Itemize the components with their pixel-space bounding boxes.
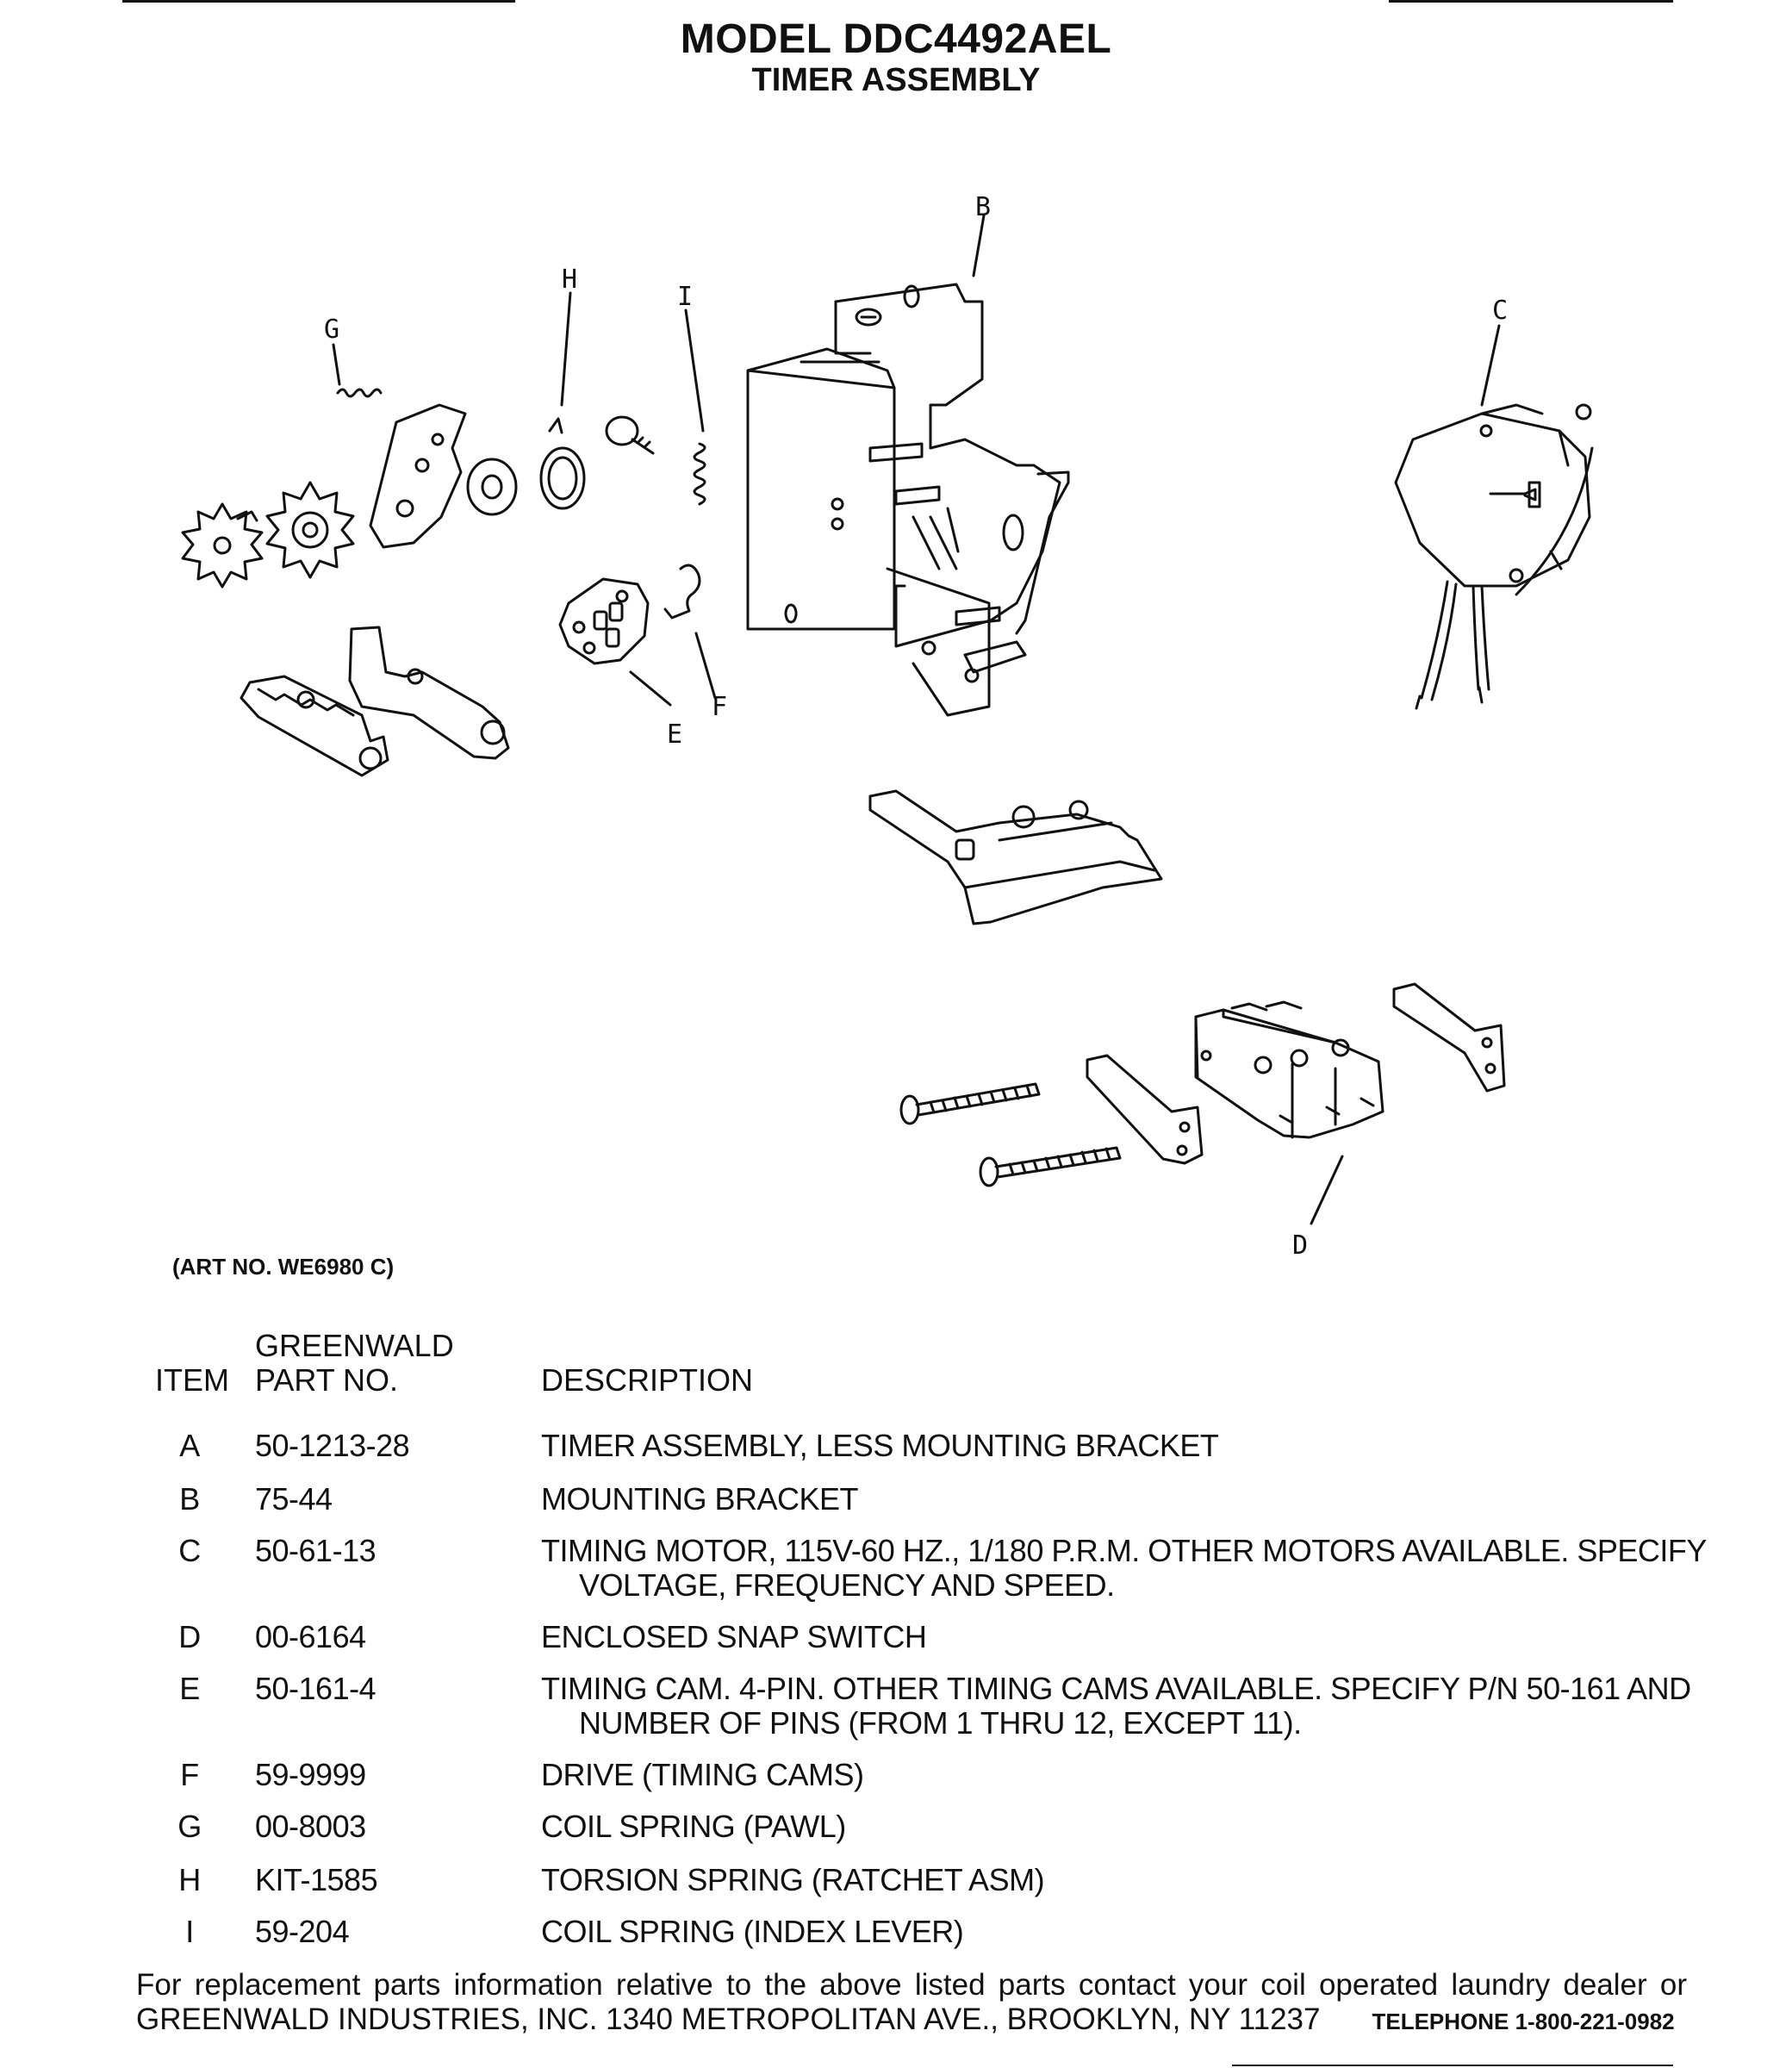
callout-f: F bbox=[712, 692, 727, 722]
coil-spring-pawl-part bbox=[332, 343, 383, 398]
callout-e: E bbox=[667, 719, 682, 750]
row-h-desc-text: TORSION SPRING (RATCHET ASM) bbox=[541, 1862, 1045, 1897]
timing-motor-part bbox=[1394, 324, 1594, 710]
row-d-part: 00-6164 bbox=[255, 1619, 366, 1654]
row-e-item: E bbox=[179, 1671, 200, 1706]
cam-follower-left bbox=[240, 675, 389, 777]
row-f-desc: DRIVE (TIMING CAMS) bbox=[541, 1758, 1782, 1792]
header-part-line1: GREENWALD bbox=[255, 1328, 454, 1363]
row-f-part: 59-9999 bbox=[255, 1757, 366, 1792]
row-i-part: 59-204 bbox=[255, 1914, 350, 1949]
long-screw-upper bbox=[899, 1082, 1041, 1125]
cam-follower-right bbox=[348, 626, 510, 760]
row-d-desc: ENCLOSED SNAP SWITCH bbox=[541, 1620, 1782, 1654]
callout-c: C bbox=[1492, 296, 1508, 326]
coil-spring-index-part bbox=[684, 308, 706, 506]
row-i-desc: COIL SPRING (INDEX LEVER) bbox=[541, 1915, 1782, 1949]
row-c-desc-text: TIMING MOTOR, 115V-60 HZ., 1/180 P.R.M. … bbox=[541, 1533, 1707, 1568]
row-f-desc-text: DRIVE (TIMING CAMS) bbox=[541, 1757, 864, 1792]
long-screw-lower bbox=[979, 1146, 1122, 1187]
row-d-item: D bbox=[178, 1619, 201, 1654]
row-g-desc: COIL SPRING (PAWL) bbox=[541, 1810, 1782, 1844]
assembly-subtitle: TIMER ASSEMBLY bbox=[751, 62, 1041, 98]
mounting-bracket-part bbox=[746, 214, 1070, 717]
washer-part bbox=[466, 458, 518, 516]
timing-cam-part bbox=[558, 577, 672, 707]
ratchet-wheel-right bbox=[265, 481, 355, 579]
callout-h: H bbox=[562, 265, 577, 295]
enclosed-snap-switch-part bbox=[1194, 1000, 1384, 1225]
row-b-item: B bbox=[179, 1481, 200, 1517]
row-i-desc-text: COIL SPRING (INDEX LEVER) bbox=[541, 1914, 964, 1949]
row-b-part: 75-44 bbox=[255, 1481, 333, 1517]
torsion-spring-part bbox=[539, 291, 586, 510]
footer-address: GREENWALD INDUSTRIES, INC. 1340 METROPOL… bbox=[136, 2003, 1321, 2036]
row-c-part: 50-61-13 bbox=[255, 1533, 376, 1568]
row-c-desc: TIMING MOTOR, 115V-60 HZ., 1/180 P.R.M. … bbox=[541, 1534, 1782, 1603]
callout-g: G bbox=[324, 315, 339, 345]
header-item: ITEM bbox=[155, 1362, 229, 1398]
row-d-desc-text: ENCLOSED SNAP SWITCH bbox=[541, 1619, 927, 1654]
row-e-part: 50-161-4 bbox=[255, 1671, 376, 1706]
row-c-desc-cont: VOLTAGE, FREQUENCY AND SPEED. bbox=[579, 1567, 1115, 1603]
bottom-rule bbox=[1232, 2065, 1673, 2066]
row-b-desc-text: MOUNTING BRACKET bbox=[541, 1481, 859, 1517]
contact-footer: For replacement parts information relati… bbox=[136, 1968, 1687, 2039]
row-g-desc-text: COIL SPRING (PAWL) bbox=[541, 1809, 846, 1844]
row-c-item: C bbox=[178, 1533, 201, 1568]
row-f-item: F bbox=[180, 1757, 199, 1792]
callout-b: B bbox=[975, 192, 991, 222]
footer-line-2: GREENWALD INDUSTRIES, INC. 1340 METROPOL… bbox=[136, 2003, 1687, 2039]
row-g-item: G bbox=[177, 1809, 202, 1844]
row-g-part: 00-8003 bbox=[255, 1809, 366, 1844]
row-e-desc-text: TIMING CAM. 4-PIN. OTHER TIMING CAMS AVA… bbox=[541, 1671, 1691, 1706]
switch-actuator-plate bbox=[868, 789, 1163, 925]
top-rule-left bbox=[122, 0, 515, 3]
row-e-desc: TIMING CAM. 4-PIN. OTHER TIMING CAMS AVA… bbox=[541, 1672, 1782, 1741]
header-description: DESCRIPTION bbox=[541, 1362, 754, 1398]
model-title: MODEL DDC4492AEL bbox=[680, 16, 1112, 62]
row-a-part: 50-1213-28 bbox=[255, 1428, 410, 1463]
footer-line-1: For replacement parts information relati… bbox=[136, 1968, 1687, 2002]
top-rule-right bbox=[1389, 0, 1673, 3]
row-a-item: A bbox=[179, 1428, 200, 1463]
switch-bracket-left bbox=[1086, 1054, 1204, 1165]
callout-i: I bbox=[677, 282, 693, 312]
row-a-desc: TIMER ASSEMBLY, LESS MOUNTING BRACKET bbox=[541, 1429, 1782, 1463]
header-part-line2: PART NO. bbox=[255, 1362, 399, 1398]
callout-d: D bbox=[1292, 1230, 1308, 1261]
small-screw-part bbox=[605, 415, 655, 455]
exploded-parts-diagram: B C G H I E F D bbox=[181, 192, 1594, 1261]
row-a-desc-text: TIMER ASSEMBLY, LESS MOUNTING BRACKET bbox=[541, 1428, 1219, 1463]
switch-bracket-right bbox=[1392, 982, 1506, 1093]
art-number: (ART NO. WE6980 C) bbox=[172, 1254, 395, 1280]
row-h-part: KIT-1585 bbox=[255, 1862, 378, 1897]
pawl-plate bbox=[369, 403, 467, 549]
row-h-item: H bbox=[178, 1862, 201, 1897]
ratchet-wheel-left bbox=[181, 502, 264, 589]
drive-clip-part bbox=[663, 564, 717, 700]
row-i-item: I bbox=[185, 1914, 194, 1949]
row-h-desc: TORSION SPRING (RATCHET ASM) bbox=[541, 1863, 1782, 1897]
footer-phone: TELEPHONE 1-800-221-0982 bbox=[1372, 2009, 1675, 2034]
row-e-desc-cont: NUMBER OF PINS (FROM 1 THRU 12, EXCEPT 1… bbox=[579, 1705, 1302, 1741]
row-b-desc: MOUNTING BRACKET bbox=[541, 1482, 1782, 1517]
